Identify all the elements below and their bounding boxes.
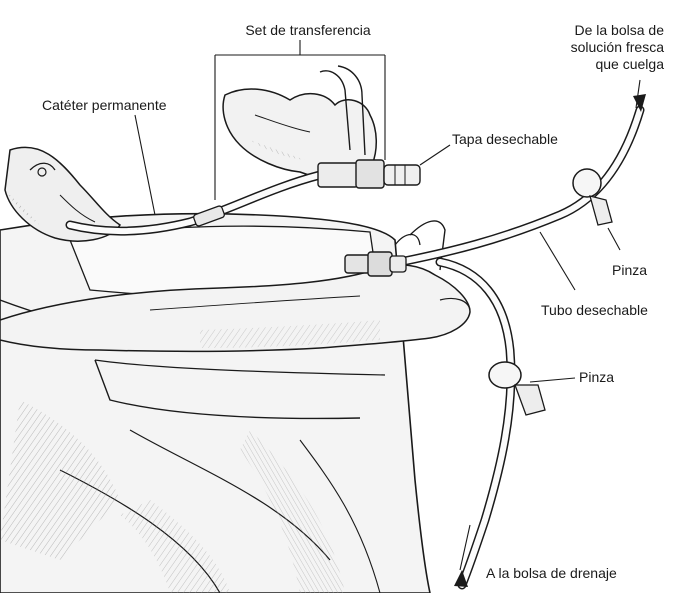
label-bolsa-fresca-line1: De la bolsa de — [540, 22, 664, 39]
label-tapa-desechable: Tapa desechable — [452, 131, 558, 148]
label-bolsa-drenaje: A la bolsa de drenaje — [486, 565, 617, 582]
transfer-set-connector — [318, 160, 420, 188]
label-cateter-permanente: Catéter permanente — [42, 97, 167, 114]
label-bolsa-fresca: De la bolsa de solución fresca que cuelg… — [540, 22, 664, 73]
label-tubo-desechable: Tubo desechable — [541, 302, 648, 319]
label-bolsa-fresca-line3: que cuelga — [540, 56, 664, 73]
lower-clamp — [489, 362, 545, 415]
label-pinza-upper: Pinza — [612, 262, 647, 279]
label-bolsa-fresca-line2: solución fresca — [540, 39, 664, 56]
label-set-transferencia: Set de transferencia — [228, 22, 388, 39]
upper-right-hand — [223, 66, 376, 178]
label-pinza-lower: Pinza — [579, 369, 614, 386]
